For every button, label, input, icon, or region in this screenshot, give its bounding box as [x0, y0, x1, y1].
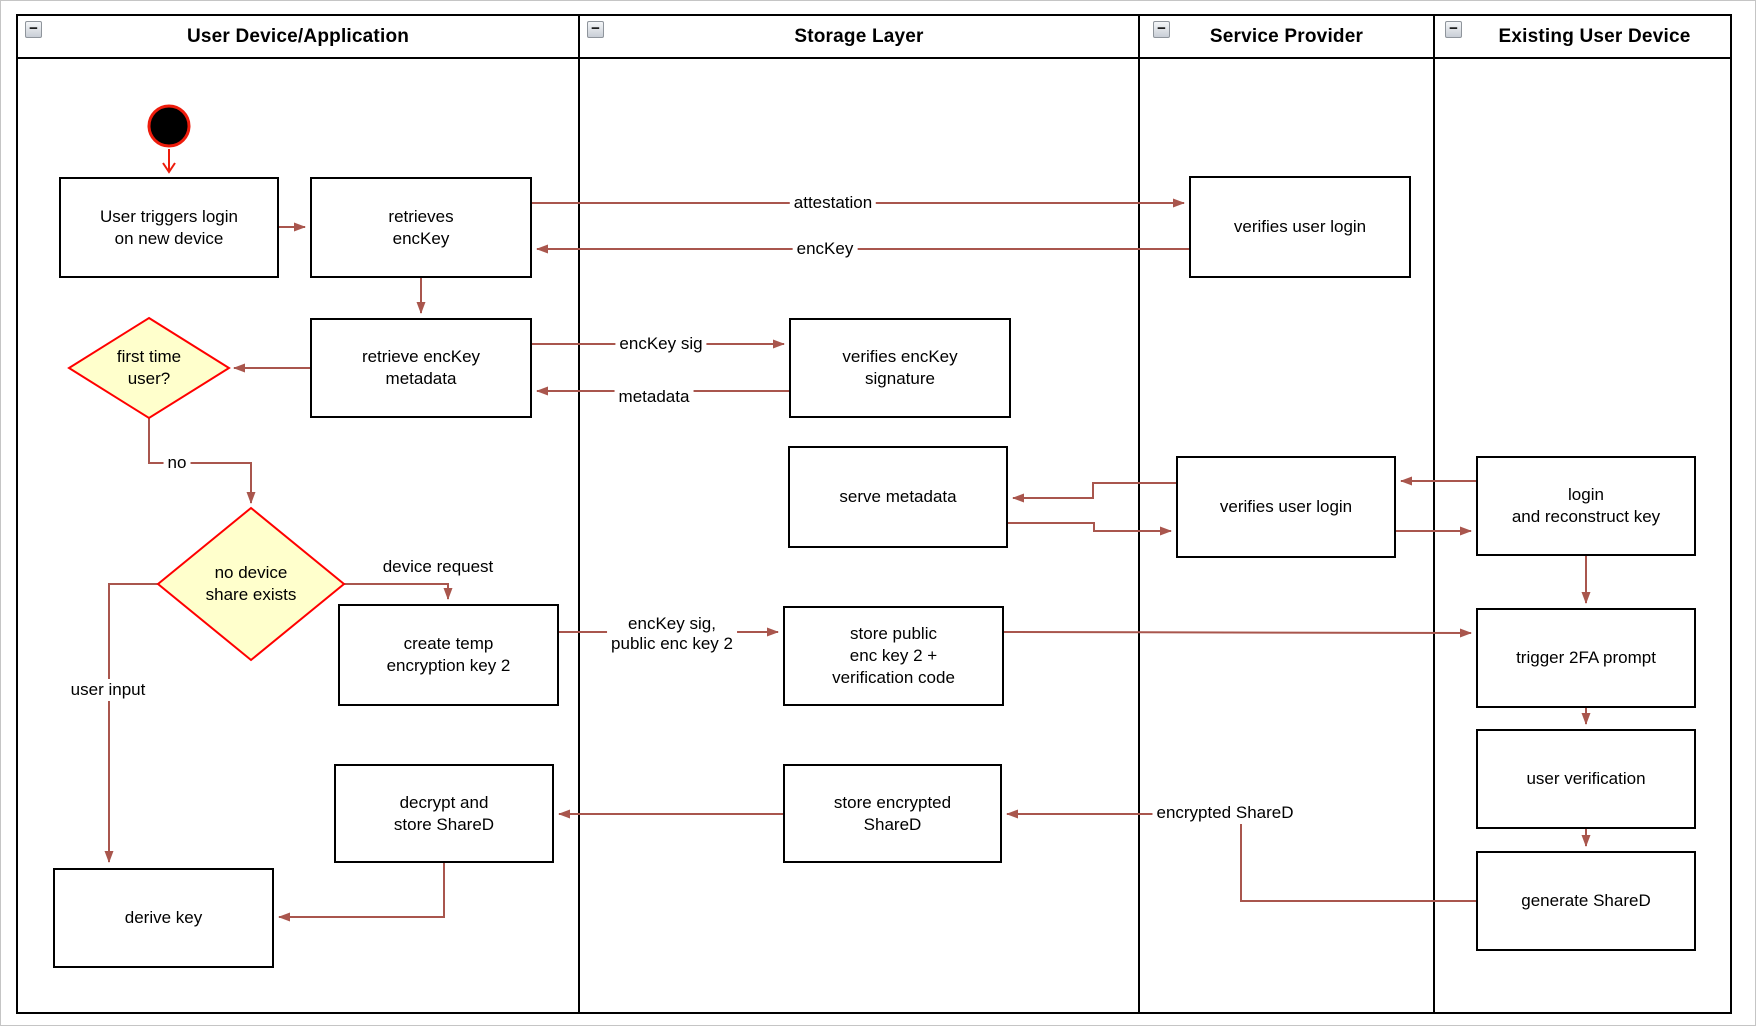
- node-retrieve-enckey-metadata[interactable]: retrieve encKey metadata: [310, 318, 532, 418]
- decision-label-no-device-share[interactable]: no device share exists: [205, 563, 297, 604]
- lane-header-existing-device[interactable]: Existing User Device: [1498, 25, 1691, 47]
- initial-state-icon[interactable]: [147, 104, 191, 148]
- decision-first-time-user[interactable]: [67, 316, 231, 420]
- node-serve-metadata[interactable]: serve metadata: [788, 446, 1008, 548]
- decision-no-device-share[interactable]: [156, 506, 346, 662]
- swimlane-frame: [16, 14, 1732, 1014]
- lane-header-service-provider[interactable]: Service Provider: [1209, 25, 1364, 47]
- edge-label-enckey-sig[interactable]: encKey sig: [615, 333, 707, 355]
- collapse-minus-icon[interactable]: −: [587, 21, 604, 38]
- node-generate-shared[interactable]: generate ShareD: [1476, 851, 1696, 951]
- node-verifies-user-login-2[interactable]: verifies user login: [1176, 456, 1396, 558]
- edge-label-enckey[interactable]: encKey: [792, 238, 858, 260]
- edge-label-user-input[interactable]: user input: [66, 679, 150, 701]
- node-store-public-key[interactable]: store public enc key 2 + verification co…: [783, 606, 1004, 706]
- node-store-encrypted-shared[interactable]: store encrypted ShareD: [783, 764, 1002, 863]
- edge-no-branch: [148, 418, 256, 504]
- node-verifies-enckey-signature[interactable]: verifies encKey signature: [789, 318, 1011, 418]
- edge-label-device-request[interactable]: device request: [378, 556, 498, 578]
- node-retrieves-enckey[interactable]: retrieves encKey: [310, 177, 532, 278]
- node-user-verification[interactable]: user verification: [1476, 729, 1696, 829]
- edge-verify2-to-serve: [1012, 482, 1176, 503]
- decision-label-first-time-user[interactable]: first time user?: [116, 347, 182, 388]
- node-login-reconstruct-key[interactable]: login and reconstruct key: [1476, 456, 1696, 556]
- lane-header-storage-layer[interactable]: Storage Layer: [794, 25, 924, 47]
- edge-encrypted-shared: [1006, 809, 1476, 902]
- edge-decrypt-to-derive: [278, 863, 445, 922]
- edge-device-request: [344, 583, 453, 600]
- lane-header-user-device[interactable]: User Device/Application: [186, 25, 410, 47]
- node-verifies-user-login-1[interactable]: verifies user login: [1189, 176, 1411, 278]
- collapse-minus-icon[interactable]: −: [1445, 21, 1462, 38]
- collapse-minus-icon[interactable]: −: [1153, 21, 1170, 38]
- node-trigger-2fa-prompt[interactable]: trigger 2FA prompt: [1476, 608, 1696, 708]
- edge-label-attestation[interactable]: attestation: [789, 192, 877, 214]
- node-decrypt-store-shared[interactable]: decrypt and store ShareD: [334, 764, 554, 863]
- edge-serve-to-verify2: [1008, 522, 1172, 536]
- edge-label-metadata[interactable]: metadata: [614, 386, 694, 408]
- collapse-minus-icon[interactable]: −: [25, 21, 42, 38]
- node-derive-key[interactable]: derive key: [53, 868, 274, 968]
- edge-storepub-to-2fa: [1003, 628, 1472, 638]
- node-user-triggers-login[interactable]: User triggers login on new device: [59, 177, 279, 278]
- edge-user-input: [104, 583, 158, 863]
- node-create-temp-key[interactable]: create temp encryption key 2: [338, 604, 559, 706]
- edge-label-no[interactable]: no: [163, 452, 191, 474]
- edge-label-encrypted-shared[interactable]: encrypted ShareD: [1152, 802, 1298, 824]
- edge-label-enckeysig-publickey[interactable]: encKey sig, public enc key 2: [607, 613, 737, 655]
